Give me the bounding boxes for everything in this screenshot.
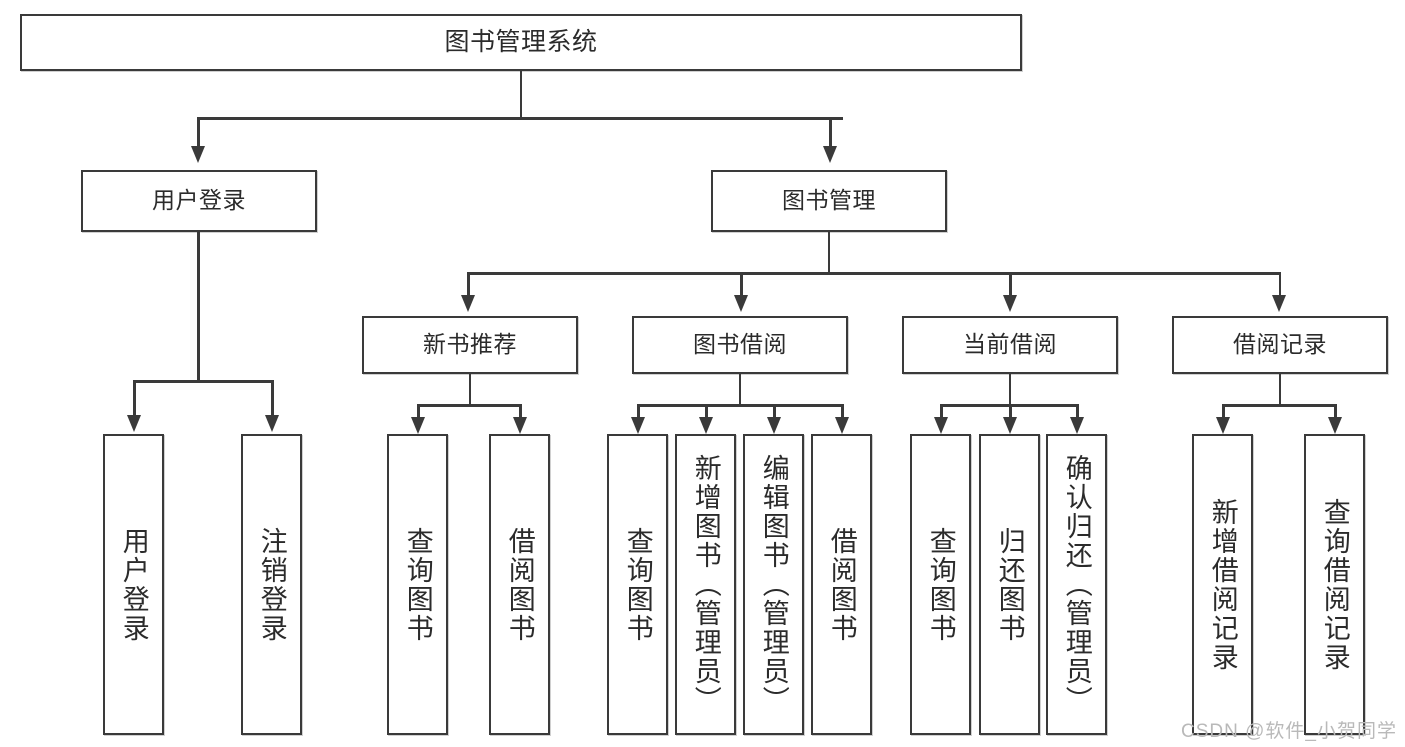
arrowhead-bm-to-borrow-record xyxy=(1272,295,1286,312)
node-label: 新增图书（管理员） xyxy=(690,454,721,715)
node-new-book-recommend[interactable]: 新书推荐 xyxy=(362,316,578,374)
connector-bookborrow-to-leaf-4 xyxy=(841,404,844,420)
connector-currentborrow-to-leaf-2 xyxy=(1009,404,1012,420)
connector-newbook-to-leaf-1 xyxy=(417,404,420,420)
leaf-user-login-login[interactable]: 用户登录 xyxy=(103,434,164,735)
connector-root-trunk xyxy=(519,71,522,119)
connector-bm-to-new-book xyxy=(467,272,470,298)
node-label: 用户登录 xyxy=(118,526,149,643)
arrowhead-user-login-to-leaf-1 xyxy=(126,415,141,432)
connector-user-login-trunk xyxy=(197,232,200,382)
node-label: 确认归还（管理员） xyxy=(1061,454,1092,715)
node-label: 当前借阅 xyxy=(963,331,1057,358)
connector-currentborrow-trunk xyxy=(1008,374,1011,406)
arrowhead-user-login-to-leaf-2 xyxy=(264,415,279,432)
node-label: 新书推荐 xyxy=(423,331,517,358)
node-label: 查询图书 xyxy=(622,526,653,643)
arrowhead-bookborrow-to-leaf-1 xyxy=(630,417,645,434)
connector-newbook-trunk xyxy=(468,374,471,406)
arrowhead-newbook-to-leaf-1 xyxy=(410,417,425,434)
connector-bm-to-borrow-record xyxy=(1278,272,1281,298)
connector-user-login-bus xyxy=(133,380,272,383)
leaf-newbook-query-book[interactable]: 查询图书 xyxy=(387,434,448,735)
connector-currentborrow-to-leaf-1 xyxy=(940,404,943,420)
connector-bookborrow-to-leaf-1 xyxy=(637,404,640,420)
leaf-bookborrow-edit-book-admin[interactable]: 编辑图书（管理员） xyxy=(743,434,804,735)
connector-root-to-book-management xyxy=(829,117,832,148)
node-label: 借阅图书 xyxy=(826,526,857,643)
connector-newbook-bus xyxy=(417,404,521,407)
leaf-currentborrow-query-book[interactable]: 查询图书 xyxy=(910,434,971,735)
arrowhead-bookborrow-to-leaf-3 xyxy=(766,417,781,434)
connector-currentborrow-to-leaf-3 xyxy=(1076,404,1079,420)
watermark-text: CSDN @软件_小贺同学 xyxy=(1181,721,1397,742)
arrowhead-newbook-to-leaf-2 xyxy=(512,417,527,434)
node-label: 注销登录 xyxy=(256,526,287,643)
arrowhead-bm-to-current-borrow xyxy=(1002,295,1017,312)
leaf-borrowrecord-query-record[interactable]: 查询借阅记录 xyxy=(1304,434,1365,735)
node-root-book-management-system[interactable]: 图书管理系统 xyxy=(20,14,1022,71)
node-borrow-record[interactable]: 借阅记录 xyxy=(1172,316,1388,374)
node-label: 编辑图书（管理员） xyxy=(758,454,789,715)
connector-root-bus xyxy=(197,117,843,120)
node-label: 借阅图书 xyxy=(504,526,535,643)
connector-bm-to-book-borrow xyxy=(740,272,743,298)
arrowhead-bookborrow-to-leaf-2 xyxy=(698,417,713,434)
connector-user-login-to-leaf-1 xyxy=(133,380,136,417)
arrowhead-currentborrow-to-leaf-1 xyxy=(933,417,948,434)
leaf-borrowrecord-add-record[interactable]: 新增借阅记录 xyxy=(1192,434,1253,735)
arrowhead-root-to-book-management xyxy=(822,146,837,163)
connector-bm-to-current-borrow xyxy=(1009,272,1012,298)
leaf-user-login-logout[interactable]: 注销登录 xyxy=(241,434,302,735)
node-label: 图书借阅 xyxy=(693,331,787,358)
node-label: 查询借阅记录 xyxy=(1319,497,1350,672)
connector-borrowrecord-to-leaf-1 xyxy=(1222,404,1225,420)
connector-borrowrecord-trunk xyxy=(1278,374,1281,406)
node-label: 用户登录 xyxy=(152,187,246,214)
arrowhead-bookborrow-to-leaf-4 xyxy=(834,417,849,434)
node-current-borrow[interactable]: 当前借阅 xyxy=(902,316,1118,374)
connector-bookborrow-trunk xyxy=(738,374,741,406)
leaf-newbook-borrow-book[interactable]: 借阅图书 xyxy=(489,434,550,735)
connector-bookborrow-to-leaf-2 xyxy=(705,404,708,420)
connector-root-to-user-login xyxy=(197,117,200,148)
connector-user-login-to-leaf-2 xyxy=(271,380,274,417)
connector-borrowrecord-bus xyxy=(1222,404,1336,407)
node-label: 图书管理系统 xyxy=(444,27,598,56)
arrowhead-currentborrow-to-leaf-3 xyxy=(1069,417,1084,434)
connector-newbook-to-leaf-2 xyxy=(519,404,522,420)
node-label: 归还图书 xyxy=(994,526,1025,643)
leaf-currentborrow-confirm-return-admin[interactable]: 确认归还（管理员） xyxy=(1046,434,1107,735)
connector-bookborrow-to-leaf-3 xyxy=(773,404,776,420)
node-label: 借阅记录 xyxy=(1233,331,1327,358)
arrowhead-root-to-user-login xyxy=(190,146,205,163)
connector-bookborrow-bus xyxy=(637,404,843,407)
connector-book-management-bus xyxy=(467,272,1281,275)
connector-borrowrecord-to-leaf-2 xyxy=(1334,404,1337,420)
leaf-bookborrow-query-book[interactable]: 查询图书 xyxy=(607,434,668,735)
leaf-currentborrow-return-book[interactable]: 归还图书 xyxy=(979,434,1040,735)
arrowhead-currentborrow-to-leaf-2 xyxy=(1002,417,1017,434)
node-user-login[interactable]: 用户登录 xyxy=(81,170,317,232)
node-book-management[interactable]: 图书管理 xyxy=(711,170,947,232)
arrowhead-borrowrecord-to-leaf-2 xyxy=(1327,417,1342,434)
leaf-bookborrow-borrow-book[interactable]: 借阅图书 xyxy=(811,434,872,735)
node-label: 图书管理 xyxy=(782,187,876,214)
arrowhead-bm-to-new-book xyxy=(460,295,475,312)
node-label: 查询图书 xyxy=(925,526,956,643)
connector-book-management-trunk xyxy=(827,232,830,274)
node-book-borrow[interactable]: 图书借阅 xyxy=(632,316,848,374)
node-label: 查询图书 xyxy=(402,526,433,643)
arrowhead-bm-to-book-borrow xyxy=(733,295,748,312)
arrowhead-borrowrecord-to-leaf-1 xyxy=(1215,417,1230,434)
leaf-bookborrow-add-book-admin[interactable]: 新增图书（管理员） xyxy=(675,434,736,735)
node-label: 新增借阅记录 xyxy=(1207,497,1238,672)
